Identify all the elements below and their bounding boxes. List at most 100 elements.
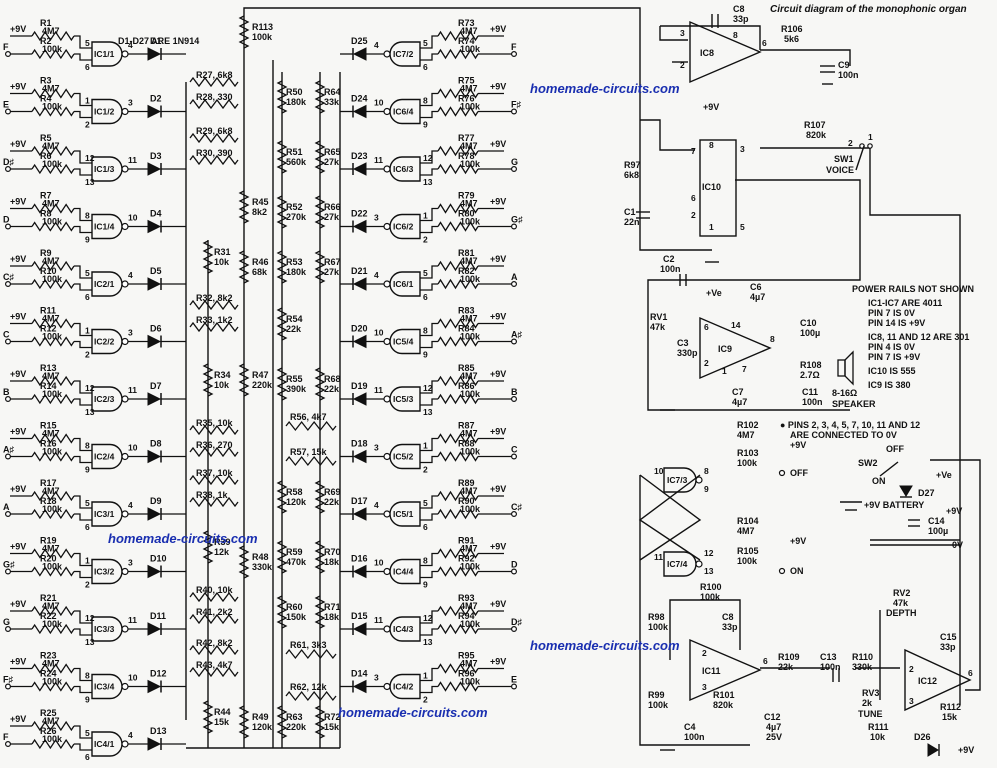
ladder-label-a: R58 — [286, 487, 303, 497]
ic8-pin8: 8 — [733, 30, 738, 40]
vplus-label: +9V — [490, 542, 506, 552]
ic8-pin3: 3 — [680, 28, 685, 38]
ladder-resistor-h — [285, 455, 337, 467]
watermark-bottom: homemade-circuits.com — [338, 705, 488, 720]
gate-pin-b: 6 — [423, 522, 428, 532]
gate-pin-a: 12 — [423, 153, 433, 163]
resistor-b — [437, 106, 479, 117]
ic7-3-pin9: 9 — [704, 484, 709, 494]
ladder-resistor-a — [276, 307, 288, 341]
resistor-b — [437, 48, 479, 60]
c2-value: 100n — [660, 264, 681, 274]
ladder-value-a: 120k — [286, 497, 307, 507]
gate-pin-b: 2 — [423, 695, 428, 705]
note-terminal — [511, 108, 518, 115]
resistor-a-value: 4M7 — [460, 256, 478, 266]
resistor-b-value: 100k — [42, 217, 63, 227]
gate-in-b-wire — [74, 110, 92, 119]
c1-label: C1 — [624, 207, 636, 217]
r112-label: R112 — [940, 702, 961, 712]
r100-value: 100k — [700, 592, 721, 602]
r99-label: R99 — [648, 690, 665, 700]
ladder-label-b: R71 — [324, 602, 341, 612]
note-label: D — [3, 215, 10, 225]
depth-label: DEPTH — [886, 608, 917, 618]
ladder-resistor-h — [285, 420, 337, 432]
diode-icon — [352, 47, 367, 61]
note-label: F — [511, 42, 517, 52]
ladder-value-b: 22k — [324, 497, 340, 507]
ladder-resistor-b — [189, 613, 239, 625]
r106-label: R106 — [781, 24, 803, 34]
ic12-pin3: 3 — [909, 696, 914, 706]
diode-icon — [352, 104, 367, 119]
note-terminal — [511, 166, 518, 173]
ladder-value-a: 180k — [286, 97, 307, 107]
diode-icon — [147, 564, 162, 579]
ladder-resistor-h — [285, 690, 337, 702]
gate-pin-out: 11 — [128, 155, 137, 165]
gate-pin-out: 11 — [374, 385, 383, 395]
r105-label: R105 — [737, 546, 759, 556]
resistor-a-label: R5 — [40, 133, 52, 143]
r108-label: R108 — [800, 360, 822, 370]
chain-label: R113 — [252, 22, 273, 32]
rv1-value: 47k — [650, 322, 666, 332]
resistor-b — [31, 163, 75, 175]
ladder-label-b: R30, 390 — [196, 148, 233, 158]
chain-resistor-body — [238, 545, 250, 579]
gate-pin-out: 4 — [374, 270, 379, 280]
ic9-pin14: 14 — [731, 320, 741, 330]
resistor-b — [437, 508, 479, 520]
gate-pin-out: 11 — [374, 615, 383, 625]
gate-pin-b: 13 — [85, 637, 95, 647]
diode-label: D6 — [150, 324, 162, 334]
resistor-a-label: R1 — [40, 18, 52, 28]
gate-pin-b: 6 — [423, 292, 428, 302]
c10-label: C10 — [800, 318, 817, 328]
diode-label: D21 — [351, 266, 368, 276]
ladder-label-b: R69 — [324, 487, 341, 497]
note-label: F♯ — [3, 675, 13, 685]
note-line: POWER RAILS NOT SHOWN — [852, 284, 974, 294]
ladder-value-b: 18k — [324, 612, 340, 622]
gate-pin-out: 10 — [374, 98, 384, 108]
diode-label: D8 — [150, 439, 162, 449]
ladder-resistor-b — [314, 80, 326, 114]
note-terminal — [4, 50, 12, 57]
watermark-middle: homemade-circuits.com — [108, 531, 258, 546]
c8-lfo-label: C8 — [722, 612, 734, 622]
r104-vplus: +9V — [790, 536, 806, 546]
gate-pin-b: 9 — [423, 580, 428, 590]
ladder-label-a: R55 — [286, 374, 303, 384]
gate-in-b-wire — [74, 455, 92, 464]
ladder-label-b: R36, 270 — [196, 440, 233, 450]
ladder-value-b: 27k — [324, 212, 340, 222]
ladder-label: R39 — [214, 537, 231, 547]
watermark-top: homemade-circuits.com — [530, 81, 680, 96]
gate-label: IC5/1 — [393, 509, 414, 519]
resistor-b-value: 100k — [42, 44, 63, 54]
gate-in-b-wire — [74, 283, 92, 291]
ic7-3-pin8: 8 — [704, 466, 709, 476]
gate-pin-a: 5 — [85, 728, 90, 738]
ic10-out-wire — [647, 179, 861, 300]
ladder-label-a: R42, 8k2 — [196, 638, 233, 648]
ic8-feedback-top — [660, 25, 761, 50]
gate-pin-b: 2 — [423, 235, 428, 245]
resistor-a-value: 4M7 — [42, 429, 60, 439]
ladder-resistor-b — [314, 140, 326, 174]
gate-pin-out: 4 — [128, 40, 133, 50]
resistor-b — [437, 566, 479, 577]
gate-pin-a: 12 — [423, 383, 433, 393]
ladder-label-b: R28, 330 — [196, 92, 233, 102]
ladder-label-a: R54 — [286, 314, 303, 324]
ic7-4-pin11: 11 — [654, 552, 663, 562]
voice-label: VOICE — [826, 165, 854, 175]
